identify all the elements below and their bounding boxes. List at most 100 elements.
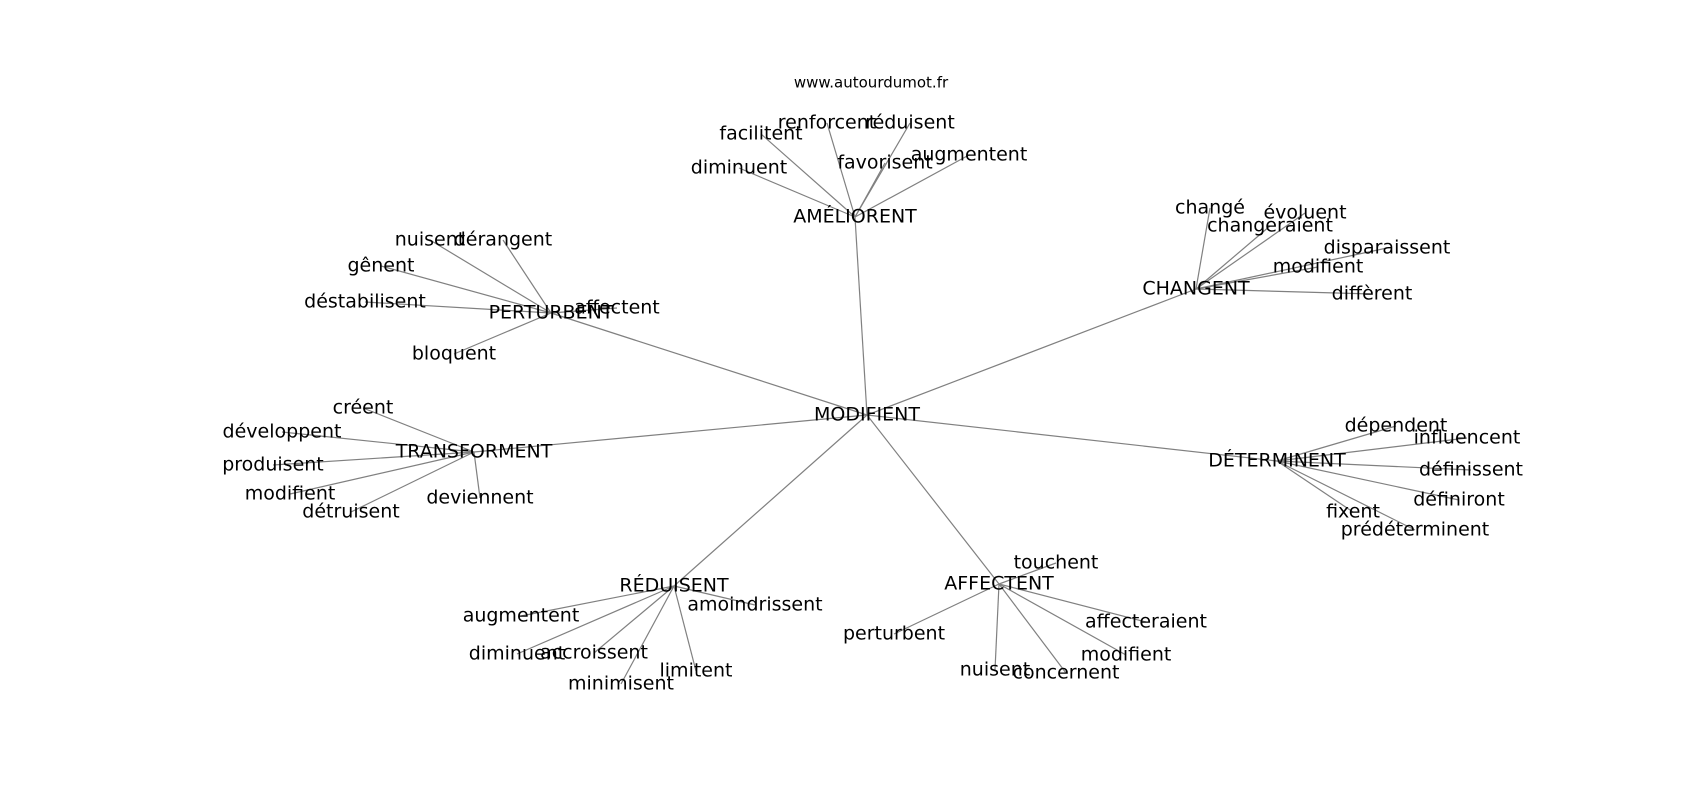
edge-transforment-deviennent [473,451,481,499]
edge-center-ameliorent [854,216,868,416]
edge-changent-modifient [1195,266,1319,290]
node-leaf-fixent: fixent [1326,501,1380,523]
edge-transforment-detruisent [350,451,475,513]
edge-affectent-nuisent [994,583,1000,671]
node-leaf-influencent: influencent [1414,427,1521,449]
node-leaf-affecteraient: affecteraient [1085,611,1207,633]
node-leaf-augmentent: augmentent [463,605,580,627]
node-hub-affectent: AFFECTENT [944,573,1054,595]
edge-perturbent-derangent [502,239,552,314]
edge-determinent-influencent [1276,437,1468,462]
node-leaf-disparaissent: disparaissent [1324,237,1451,259]
edge-ameliorent-diminuent [738,167,856,218]
node-leaf-renforcent: renforcent [778,112,876,134]
node-leaf-amoindrissent: amoindrissent [687,594,822,616]
node-leaf-dependent: dépendent [1345,415,1448,437]
node-leaf-modifient: modifient [1273,256,1364,278]
edge-transforment-produisent [272,451,475,466]
edge-transforment-developpent [281,431,475,453]
edge-center-perturbent [550,312,868,416]
edge-perturbent-destabilisent [364,301,552,314]
node-leaf-reduisent: réduisent [865,112,955,134]
edge-changent-change [1195,207,1211,290]
node-leaf-favorisent: favorisent [837,152,932,174]
edge-perturbent-bloquent [453,312,552,355]
node-leaf-nuisent: nuisent [960,659,1030,681]
node-leaf-derangent: dérangent [454,229,553,251]
edge-changent-different [1195,288,1373,295]
node-leaf-concernent: concernent [1013,662,1120,684]
edges-layer [272,122,1472,685]
edge-reduisent-amoindrissent [673,585,756,606]
node-hub-transforment: TRANSFORMENT [395,441,553,463]
edge-reduisent-minimisent [620,585,675,685]
edge-determinent-predeterminent [1276,460,1416,531]
node-leaf-modifient: modifient [245,483,336,505]
watermark: www.autourdumot.fr [794,74,949,92]
edge-perturbent-nuisent [429,239,552,314]
node-leaf-nuisent: nuisent [395,229,465,251]
node-leaf-destabilisent: déstabilisent [304,291,426,313]
edge-affectent-perturbent [893,583,1000,635]
node-leaf-different: diffèrent [1332,283,1413,305]
node-leaf-diminuent: diminuent [469,643,565,665]
node-leaf-affectent: affectent [574,297,660,319]
node-leaf-touchent: touchent [1014,552,1099,574]
node-leaf-accroissent: accroissent [540,642,648,664]
edge-transforment-creent [362,407,475,453]
node-leaf-change: changé [1175,197,1245,219]
edge-changent-evoluent [1195,212,1306,290]
edge-determinent-dependent [1276,425,1397,462]
node-hub-perturbent: PERTURBENT [489,302,614,324]
edge-reduisent-accroissent [593,585,675,654]
node-leaf-bloquent: bloquent [412,343,496,365]
edge-affectent-touchent [998,562,1057,585]
node-leaf-deviennent: deviennent [426,487,533,509]
node-leaf-detruisent: détruisent [302,501,399,523]
edge-reduisent-diminuent [516,585,675,655]
node-leaf-diminuent: diminuent [691,157,787,179]
node-hub-changent: CHANGENT [1142,278,1250,300]
edge-affectent-modifient [998,583,1127,656]
node-leaf-creent: créent [333,397,394,419]
edge-center-reduisent [673,414,868,587]
node-leaf-minimisent: minimisent [568,673,674,695]
edge-changent-changeraient [1195,225,1271,290]
edge-center-determinent [866,414,1278,462]
node-leaf-definissent: définissent [1419,459,1523,481]
edge-affectent-affecteraient [998,583,1147,623]
node-leaf-produisent: produisent [222,454,324,476]
edge-determinent-definissent [1276,460,1472,471]
node-leaf-evoluent: évoluent [1263,202,1346,224]
labels-layer: MODIFIENT AMÉLIORENT facilitentrenforcentr… [222,112,1523,695]
node-leaf-facilitent: facilitent [719,123,802,145]
edge-perturbent-genent [380,265,552,314]
node-leaf-perturbent: perturbent [843,623,945,645]
edge-ameliorent-favorisent [854,162,886,218]
node-hub-determinent: DÉTERMINENT [1208,449,1346,472]
node-leaf-definiront: définiront [1413,489,1505,511]
node-hub-reduisent: RÉDUISENT [619,574,729,597]
edge-ameliorent-facilitent [760,133,856,218]
edge-affectent-concernent [998,583,1067,674]
node-hub-ameliorent: AMÉLIORENT [793,205,917,228]
edge-ameliorent-renforcent [826,122,856,218]
node-leaf-predeterminent: prédéterminent [1341,519,1490,541]
edge-reduisent-limitent [673,585,697,672]
edge-center-affectent [866,414,1000,585]
edge-transforment-modifient [289,451,475,495]
edge-determinent-fixent [1276,460,1354,513]
edge-changent-disparaissent [1195,247,1388,290]
edge-center-transforment [473,414,868,453]
edge-determinent-definiront [1276,460,1460,501]
node-leaf-limitent: limitent [660,660,733,682]
node-center-modifient: MODIFIENT [814,404,920,426]
edge-ameliorent-augmentent [854,154,970,218]
edge-center-changent [866,288,1197,416]
node-leaf-augmentent: augmentent [911,144,1028,166]
node-leaf-genent: gênent [348,255,415,277]
node-leaf-changeraient: changeraient [1207,215,1333,237]
edge-reduisent-augmentent [520,585,675,617]
edge-perturbent-affectent [550,307,618,314]
